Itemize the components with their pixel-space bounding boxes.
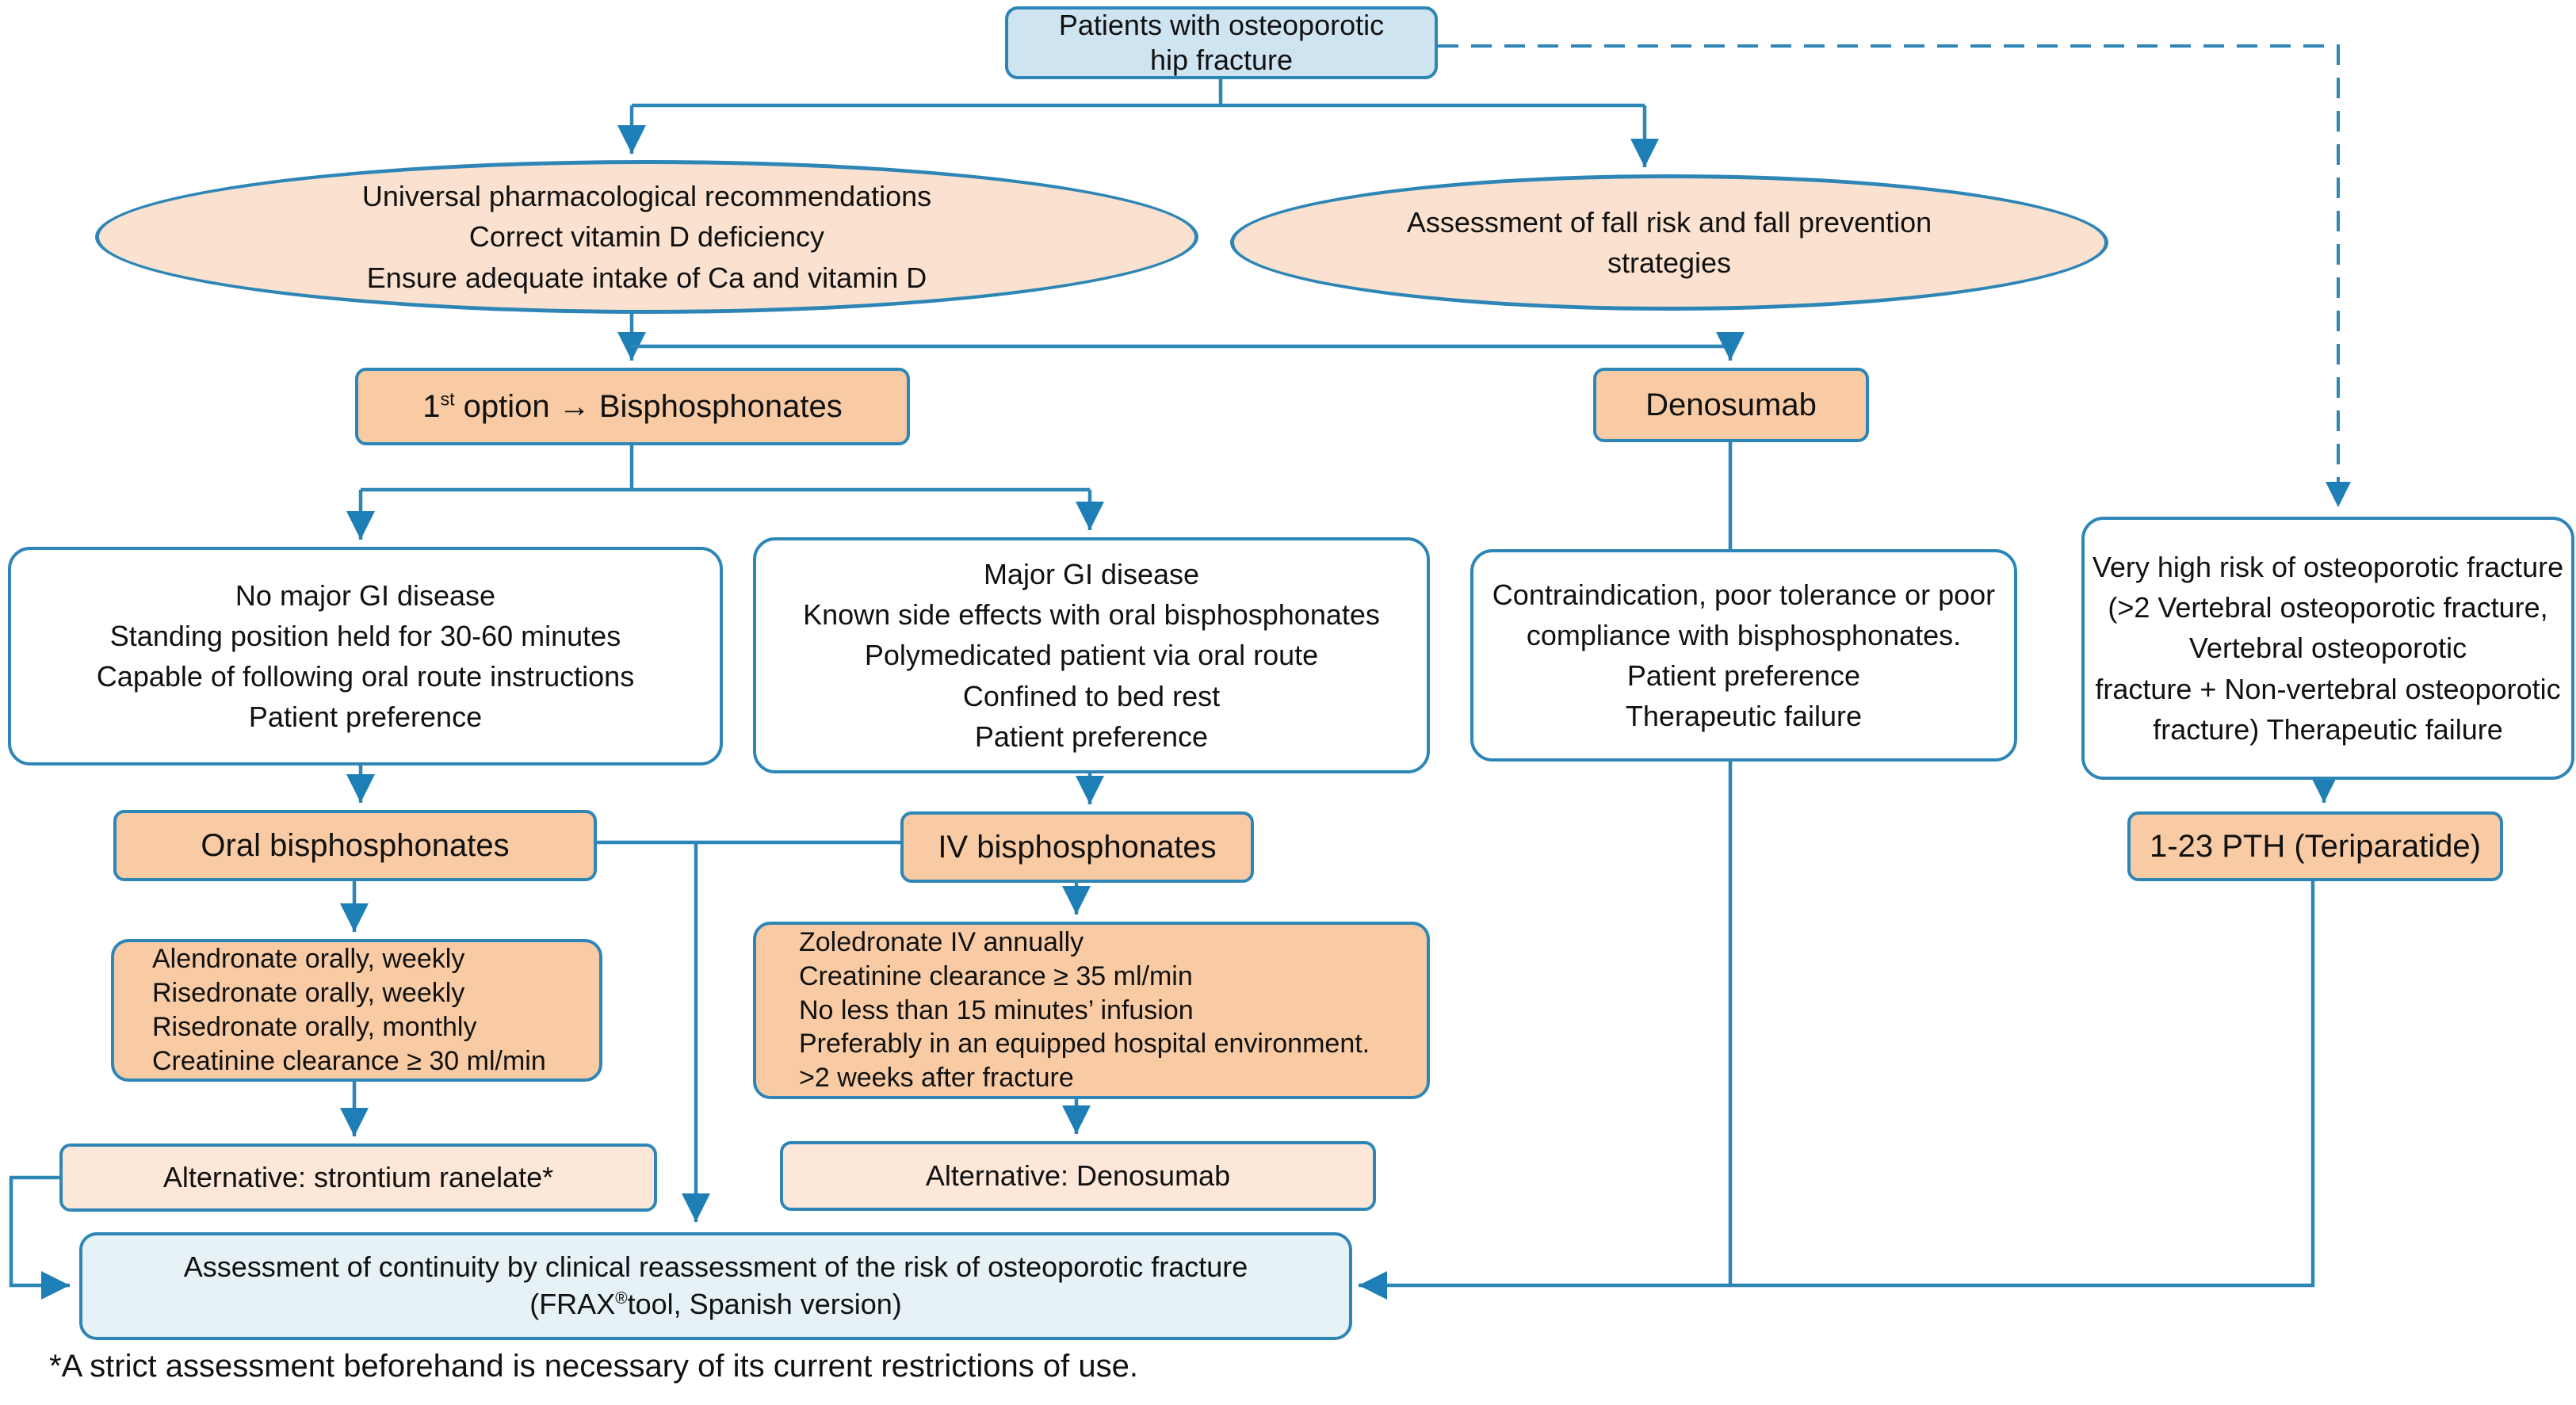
assessment-line2: (FRAX®tool, Spanish version)	[529, 1288, 902, 1320]
connector-pth-to-assessment	[1359, 881, 2315, 1300]
node-major-gi: Major GI disease Known side effects with…	[753, 537, 1430, 773]
node-alternative-strontium: Alternative: strontium ranelate*	[59, 1143, 657, 1212]
connector-root-split	[632, 79, 1645, 108]
ordinal-superscript: st	[440, 388, 455, 410]
node-contraindication: Contraindication, poor tolerance or poor…	[1470, 549, 2017, 762]
first-option-label: 1st option → Bisphosphonates	[422, 388, 843, 424]
connector-firstoption-split	[361, 445, 1090, 492]
assessment-line1: Assessment of continuity by clinical rea…	[183, 1250, 1248, 1284]
node-no-major-gi: No major GI disease Standing position he…	[8, 547, 723, 765]
node-oral-bisphosphonates: Oral bisphosphonates	[113, 810, 597, 881]
node-oral-detail: Alendronate orally, weekly Risedronate o…	[111, 939, 602, 1082]
node-universal-recommendations: Universal pharmacological recommendation…	[95, 160, 1198, 314]
node-very-high-risk: Very high risk of osteoporotic fracture …	[2081, 517, 2574, 780]
node-pth-teriparatide: 1-23 PTH (Teriparatide)	[2127, 811, 2503, 881]
node-first-option-bisphosphonates: 1st option → Bisphosphonates	[355, 368, 910, 445]
registered-superscript: ®	[615, 1289, 628, 1308]
node-fall-risk-assessment: Assessment of fall risk and fall prevent…	[1230, 174, 2108, 311]
node-iv-detail: Zoledronate IV annually Creatinine clear…	[753, 922, 1430, 1099]
node-denosumab: Denosumab	[1593, 368, 1869, 442]
connector-strontium-to-assessment	[9, 1175, 70, 1300]
node-alternative-denosumab: Alternative: Denosumab	[780, 1141, 1376, 1211]
node-assessment-continuity: Assessment of continuity by clinical rea…	[79, 1232, 1352, 1340]
footnote-strontium-warning: *A strict assessment beforehand is neces…	[49, 1349, 1138, 1384]
connector-dashed-vhr	[1438, 44, 2351, 507]
node-patients-hip-fracture: Patients with osteoporotic hip fracture	[1005, 6, 1438, 79]
node-iv-bisphosphonates: IV bisphosphonates	[900, 811, 1254, 883]
